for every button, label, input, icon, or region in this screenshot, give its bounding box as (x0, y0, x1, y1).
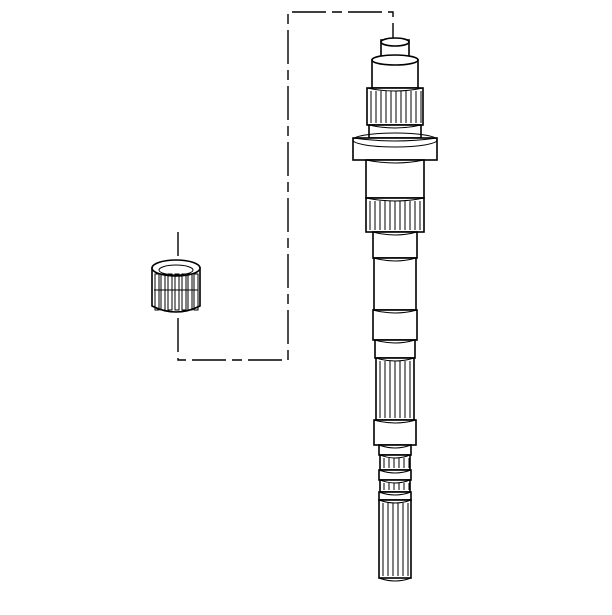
shaft-edge (378, 469, 412, 474)
shaft (352, 37, 438, 582)
shaft-section (365, 159, 425, 199)
shaft-edge (379, 479, 411, 484)
shaft-edge (379, 454, 411, 459)
shaft-end (380, 37, 410, 47)
shaft-section (372, 231, 418, 259)
leader-line (177, 11, 394, 361)
shaft-edge (368, 124, 422, 129)
needle (193, 273, 199, 311)
shaft-edge (372, 309, 418, 314)
shaft-edge (373, 419, 417, 424)
flange-rim (352, 132, 438, 148)
needle (181, 273, 187, 311)
needle (174, 273, 180, 311)
shaft-section (372, 309, 418, 341)
shaft-edge (378, 444, 412, 449)
shaft-edge (372, 231, 418, 236)
shaft-edge (366, 87, 424, 92)
needle (167, 273, 173, 311)
shaft-section (373, 257, 417, 311)
shaft-edge (365, 159, 425, 164)
shaft-edge (378, 491, 412, 496)
shaft-edge (378, 499, 412, 504)
shaft-section (378, 499, 412, 579)
shaft-edge (374, 339, 416, 344)
shaft-section (366, 87, 424, 126)
shaft-bottom (378, 577, 412, 582)
shoulder (371, 54, 419, 66)
needle-bearing (151, 259, 201, 313)
bearing-needles (154, 273, 199, 311)
shaft-edge (352, 137, 438, 142)
needle (154, 273, 160, 311)
shaft-section (373, 419, 417, 446)
shaft-edge (373, 257, 417, 262)
